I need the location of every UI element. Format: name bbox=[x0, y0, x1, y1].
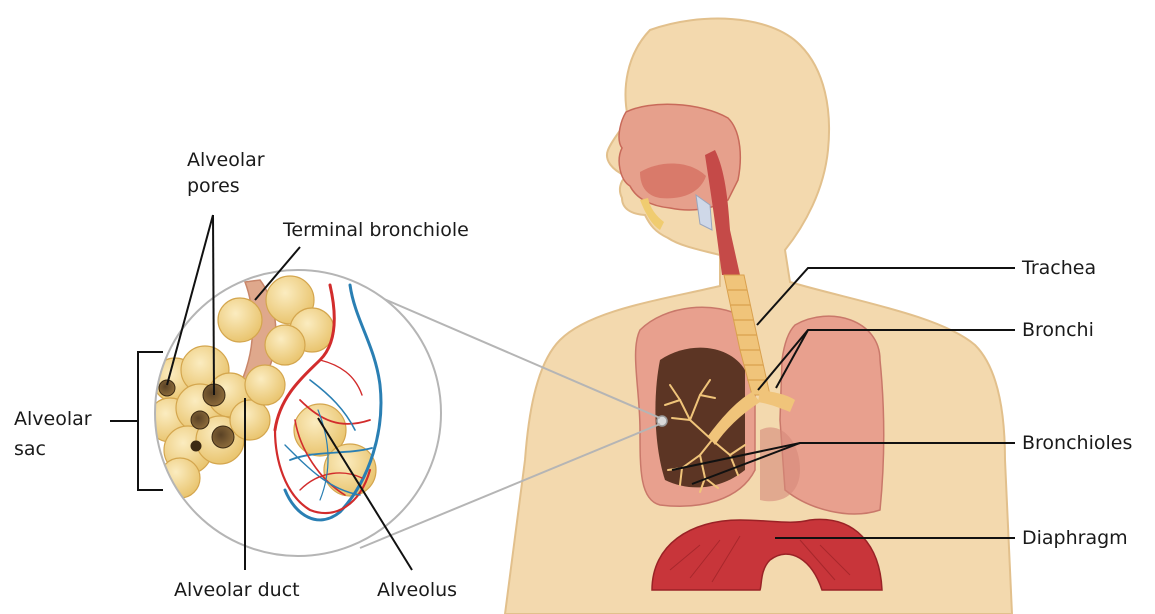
label-alveolar-pores-1: Alveolar bbox=[187, 148, 265, 172]
label-trachea: Trachea bbox=[1022, 256, 1096, 280]
label-diaphragm: Diaphragm bbox=[1022, 526, 1128, 550]
label-terminal-bronchiole: Terminal bronchiole bbox=[283, 218, 469, 242]
label-alveolar-sac-2: sac bbox=[14, 437, 46, 461]
label-bronchioles: Bronchioles bbox=[1022, 431, 1132, 455]
label-alveolar-duct: Alveolar duct bbox=[174, 578, 300, 602]
label-bronchi: Bronchi bbox=[1022, 318, 1094, 342]
label-alveolus: Alveolus bbox=[377, 578, 457, 602]
label-alveolar-sac-1: Alveolar bbox=[14, 407, 92, 431]
label-alveolar-pores-2: pores bbox=[187, 174, 240, 198]
magnified-view bbox=[148, 270, 441, 556]
